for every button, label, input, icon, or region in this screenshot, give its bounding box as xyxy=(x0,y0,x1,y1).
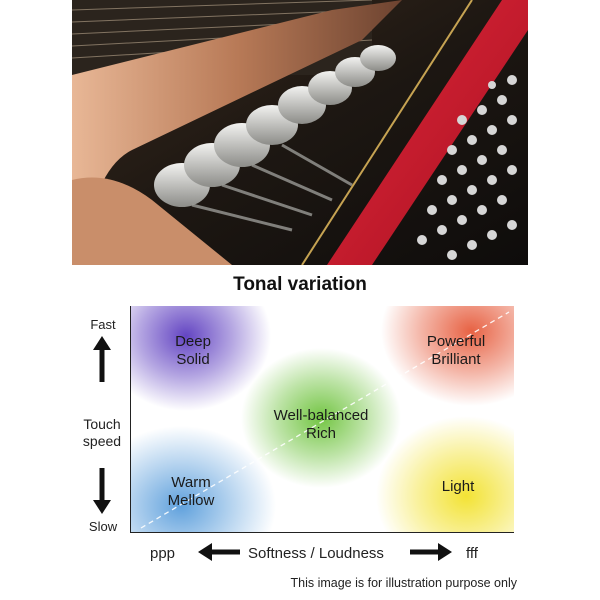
quadrant-well-balanced-rich-line1: Well-balanced xyxy=(273,407,369,424)
up-arrow-icon xyxy=(93,336,111,382)
y-axis-top-label: Fast xyxy=(90,317,116,332)
quadrant-deep-solid-line2: Solid xyxy=(176,351,210,368)
blob-top-left xyxy=(131,306,271,411)
quadrant-warm-mellow-line1: Warm xyxy=(171,474,211,491)
quadrant-powerful-brilliant: Powerful Brilliant xyxy=(406,333,506,369)
y-axis-bottom-label: Slow xyxy=(88,519,118,534)
piano-action-photo xyxy=(72,0,528,265)
quadrant-well-balanced-rich: Well-balanced Rich xyxy=(256,407,386,443)
quadrant-deep-solid-line1: Deep xyxy=(175,333,211,350)
quadrant-powerful-brilliant-line2: Brilliant xyxy=(431,351,481,368)
quadrant-deep-solid: Deep Solid xyxy=(153,333,233,369)
y-axis-label-line1: Touch xyxy=(83,416,121,432)
x-axis-left-label: ppp xyxy=(150,545,176,562)
diagonal-dashed-line xyxy=(140,311,510,529)
chart-title: Tonal variation xyxy=(233,274,367,295)
blob-bottom-left xyxy=(131,426,276,532)
quadrant-well-balanced-rich-line2: Rich xyxy=(305,425,336,442)
tonal-variation-plot: Deep Solid Powerful Brilliant Well-balan… xyxy=(130,306,514,533)
blob-top-right xyxy=(381,306,514,406)
illustration-note: This image is for illustration purpose o… xyxy=(290,576,518,590)
left-arrow-icon xyxy=(198,543,240,561)
quadrant-powerful-brilliant-line1: Powerful xyxy=(426,333,486,350)
blob-center xyxy=(241,348,401,488)
y-axis-label-line2: speed xyxy=(82,433,122,449)
y-axis-label: Touch speed xyxy=(74,416,130,450)
quadrant-warm-mellow-line2: Mellow xyxy=(167,492,215,509)
x-axis-right-label: fff xyxy=(466,545,478,562)
quadrant-light: Light xyxy=(418,478,498,496)
color-blobs xyxy=(131,306,514,532)
blob-bottom-right xyxy=(376,416,514,532)
x-axis-label: Softness / Loudness xyxy=(248,545,384,562)
quadrant-warm-mellow: Warm Mellow xyxy=(151,474,231,510)
quadrant-light-line1: Light xyxy=(441,478,475,495)
down-arrow-icon xyxy=(93,468,111,514)
right-arrow-icon xyxy=(410,543,452,561)
